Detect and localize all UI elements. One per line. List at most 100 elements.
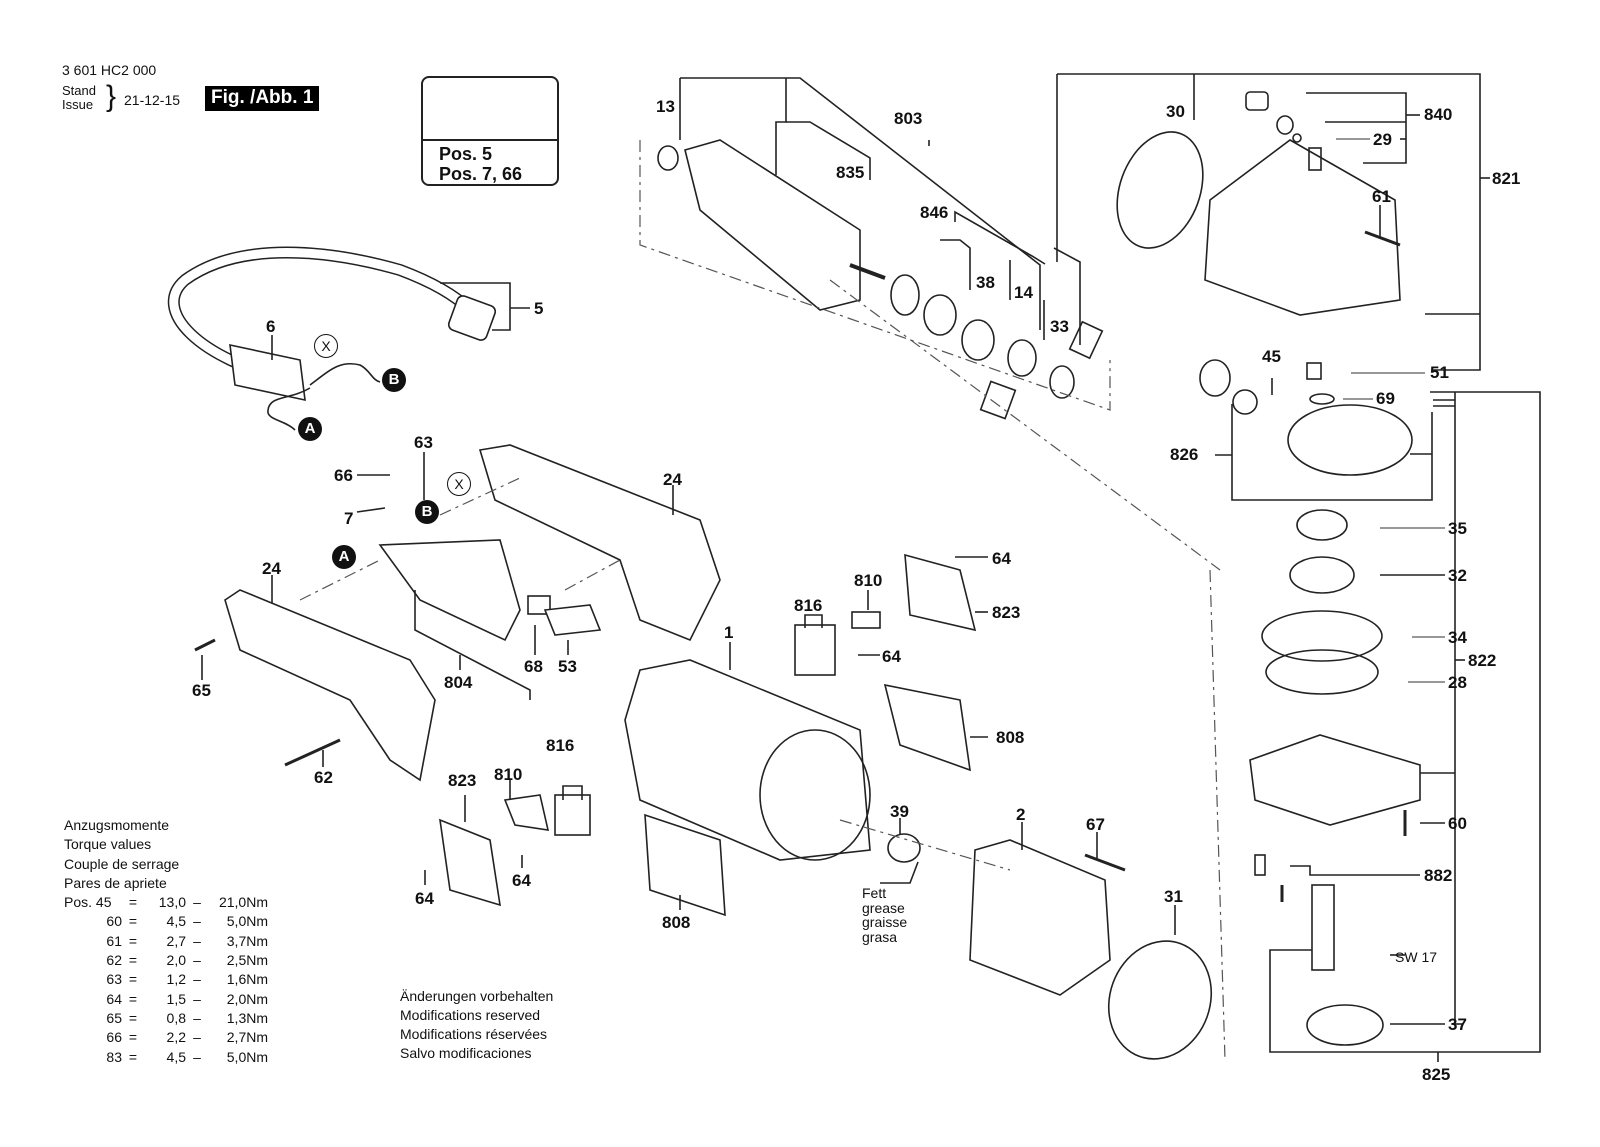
torque-min: 4,5	[166, 1048, 186, 1065]
leader-804	[414, 590, 531, 700]
washer-846	[923, 294, 957, 336]
part-label-69: 69	[1376, 389, 1395, 408]
leader-7	[356, 507, 386, 513]
torque-eq: =	[128, 1048, 138, 1065]
leader-835b	[786, 121, 871, 180]
part-label-60: 60	[1448, 814, 1467, 833]
torque-title-es: Pares de apriete	[64, 874, 167, 891]
leader-822	[1269, 391, 1541, 1053]
bearing-part	[979, 380, 1017, 420]
brush-holder-816-a	[794, 624, 836, 676]
modifications-en: Modifications reserved	[400, 1007, 541, 1023]
part-69	[1309, 393, 1335, 405]
part-label-803: 803	[894, 109, 923, 128]
part-label-846: 846	[920, 203, 949, 222]
leader-816a	[804, 614, 823, 628]
torque-pos: 60	[106, 913, 122, 930]
bearing-flange-822	[1249, 734, 1421, 826]
torque-pos: Pos. 45	[64, 894, 112, 911]
dash-handle	[564, 559, 621, 591]
wire-b	[309, 363, 381, 386]
torque-eq: =	[128, 990, 138, 1007]
torque-title-de: Anzugsmomente	[64, 817, 170, 833]
gear-housing-821	[1204, 139, 1401, 316]
torque-max: 5,0Nm	[226, 1048, 268, 1065]
torque-dash: –	[193, 932, 201, 949]
part-label-37: 37	[1448, 1015, 1467, 1034]
part-label-6: 6	[266, 317, 276, 336]
torque-row: 60=4,5–5,0Nm	[64, 912, 268, 931]
torque-title-en: Torque values	[64, 836, 152, 853]
part-label-62: 62	[314, 768, 333, 787]
leader-821	[1057, 73, 1481, 371]
filter-part	[1068, 320, 1104, 360]
part-label-51: 51	[1430, 363, 1449, 382]
torque-pos: 63	[106, 971, 122, 988]
armature-835	[684, 139, 861, 311]
stand-label: Stand	[62, 83, 96, 98]
torque-min: 1,2	[166, 971, 186, 988]
part-label-29: 29	[1373, 130, 1392, 149]
wrench-size-label: SW 17	[1395, 949, 1438, 965]
leader-826	[1231, 404, 1433, 501]
connector-b-switch: B	[415, 500, 439, 524]
part-label-2: 2	[1016, 805, 1026, 824]
button-840	[1245, 91, 1269, 111]
part-label-808-lower: 808	[662, 913, 691, 932]
spindle	[1311, 884, 1335, 971]
grease-de: Fett	[862, 885, 887, 901]
connector-a-cable: A	[298, 417, 322, 441]
spring-34	[1261, 610, 1383, 662]
part-label-13: 13	[656, 97, 675, 116]
oring-29	[1292, 133, 1302, 143]
part-label-31: 31	[1164, 887, 1183, 906]
wire-a	[267, 387, 311, 431]
torque-row: 62=2,0–2,5Nm	[64, 951, 268, 970]
bearing-14	[1007, 339, 1037, 377]
screw-65	[194, 638, 216, 652]
dash-diag	[829, 279, 1221, 571]
nut-45	[1232, 389, 1258, 415]
dash-b	[439, 477, 521, 516]
torque-dash: –	[193, 894, 201, 911]
part-label-823-upper: 823	[992, 603, 1021, 622]
part-label-68: 68	[524, 657, 543, 676]
part-label-5: 5	[534, 299, 544, 318]
torque-pos: 83	[106, 1048, 122, 1065]
connector-a-switch: A	[332, 545, 356, 569]
torque-max: 1,3Nm	[226, 1009, 268, 1026]
issue-label: Issue	[62, 96, 94, 112]
torque-dash: –	[193, 1048, 201, 1065]
torque-row: Pos. 45=13,0–21,0Nm	[64, 893, 268, 912]
warning-line-1: Pos. 5	[439, 144, 493, 164]
cable-sleeve-6	[229, 343, 306, 402]
torque-eq: =	[128, 971, 138, 988]
torque-max: 2,0Nm	[226, 990, 268, 1007]
ring-28	[1265, 649, 1379, 695]
modifications-note: Änderungen vorbehalten Modifications res…	[400, 987, 553, 1063]
motor-housing	[624, 659, 871, 861]
leader-grease	[880, 861, 919, 884]
torque-max: 3,7Nm	[226, 932, 268, 949]
part-label-1: 1	[724, 623, 734, 642]
pinion-826	[1199, 359, 1231, 397]
safety-warning-box: Pos. 5 Pos. 7, 66	[421, 76, 559, 186]
leader-882	[1290, 865, 1420, 876]
leader-846	[954, 210, 1046, 265]
torque-eq: =	[128, 1029, 138, 1046]
modifications-fr: Modifications réservées	[400, 1026, 548, 1042]
part-label-7: 7	[344, 509, 354, 528]
part-label-835: 835	[836, 163, 865, 182]
part-label-24-lower: 24	[262, 559, 281, 578]
grease-es: grasa	[862, 928, 898, 945]
torque-eq: =	[128, 1009, 138, 1026]
part-label-810-lower: 810	[494, 765, 523, 784]
part-label-64-lower-left: 64	[415, 889, 434, 908]
grease-fr: graisse	[862, 914, 908, 930]
dash-armature	[639, 140, 1111, 411]
connector-x-handle: X	[447, 472, 471, 496]
torque-row: 83 = 4,5– 5,0Nm	[64, 1048, 268, 1067]
part-label-825: 825	[1422, 1065, 1451, 1084]
brush-810-b	[503, 794, 550, 831]
